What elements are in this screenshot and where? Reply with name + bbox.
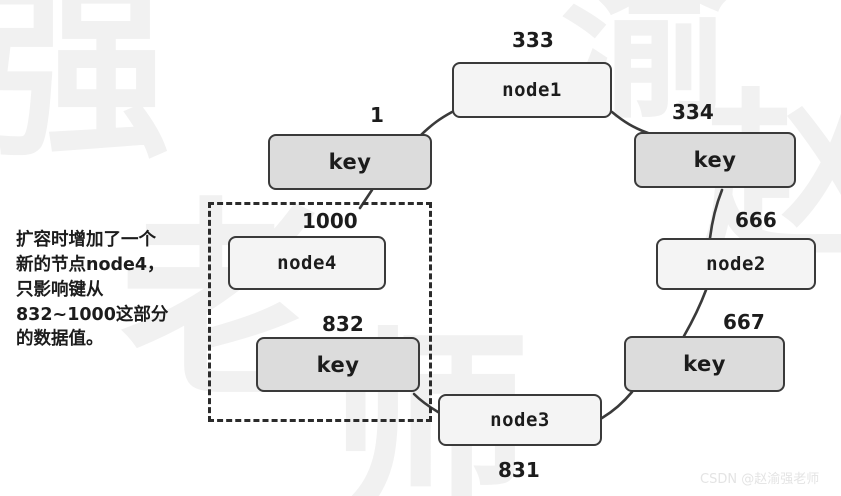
credit-label: CSDN @赵渝强老师 xyxy=(700,472,820,487)
arc-key667-node3 xyxy=(600,390,634,420)
label-key667-range: 667 xyxy=(723,310,765,334)
label-node2-range: 666 xyxy=(735,208,777,232)
node-box-node3[interactable]: node3 xyxy=(438,394,602,446)
arc-node3-node4group xyxy=(412,392,440,414)
key-box-832[interactable]: key xyxy=(256,337,420,392)
label-key832-range: 832 xyxy=(322,312,364,336)
label-node1-range: 333 xyxy=(512,28,554,52)
key-box-1[interactable]: key xyxy=(268,134,432,190)
key-box-667[interactable]: key xyxy=(624,336,785,392)
node-box-node4[interactable]: node4 xyxy=(228,236,386,290)
arc-key334-node2 xyxy=(708,188,724,240)
node4-affected-region xyxy=(208,202,432,422)
annotation-text: 扩容时增加了一个 新的节点node4， 只影响键从 832~1000这部分 的数… xyxy=(16,230,169,350)
label-node4-range: 1000 xyxy=(302,209,358,233)
label-node3-range: 831 xyxy=(498,458,540,482)
key-box-334[interactable]: key xyxy=(634,132,796,188)
label-key334-range: 334 xyxy=(672,100,714,124)
node-box-node2[interactable]: node2 xyxy=(656,238,816,290)
arc-node2-key667 xyxy=(682,288,708,338)
label-key1-range: 1 xyxy=(370,103,384,127)
arc-node1-key334 xyxy=(610,110,650,135)
arc-key1-region xyxy=(358,188,374,210)
arc-key1-node1 xyxy=(418,110,454,138)
node-box-node1[interactable]: node1 xyxy=(452,62,612,118)
